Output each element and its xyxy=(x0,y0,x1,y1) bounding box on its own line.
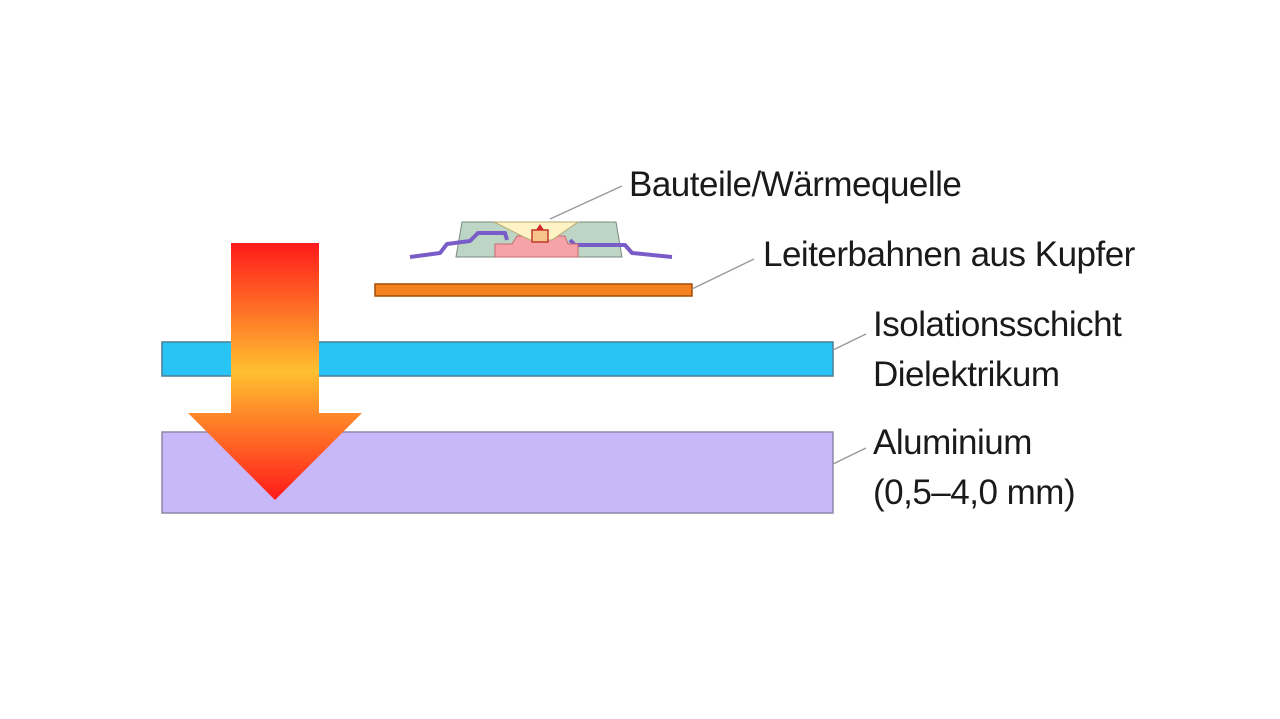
label-aluminium-line-2: (0,5–4,0 mm) xyxy=(873,473,1076,512)
copper-trace xyxy=(374,283,693,297)
label-insulation: Isolationsschicht Dielektrikum xyxy=(873,300,1122,400)
component-chip-marker xyxy=(536,224,544,230)
label-copper-text: Leiterbahnen aus Kupfer xyxy=(763,235,1135,274)
heat-flow-arrow xyxy=(188,243,362,500)
label-insulation-line-1: Isolationsschicht xyxy=(873,305,1122,344)
label-component-text: Bauteile/Wärmequelle xyxy=(629,165,962,204)
component-lead-left xyxy=(409,231,509,259)
component-heat-source xyxy=(409,221,673,259)
label-aluminium-line-1: Aluminium xyxy=(873,423,1032,462)
leader-line-copper xyxy=(691,258,755,290)
leader-line-component xyxy=(549,185,623,220)
label-component: Bauteile/Wärmequelle xyxy=(629,160,962,210)
component-die xyxy=(494,235,579,258)
label-aluminium: Aluminium (0,5–4,0 mm) xyxy=(873,418,1076,518)
component-chip xyxy=(531,229,549,243)
leader-line-aluminium xyxy=(832,447,867,465)
label-copper: Leiterbahnen aus Kupfer xyxy=(763,230,1135,280)
component-lead-right xyxy=(568,238,673,259)
leader-line-insulation xyxy=(832,333,867,351)
label-insulation-line-2: Dielektrikum xyxy=(873,355,1060,394)
